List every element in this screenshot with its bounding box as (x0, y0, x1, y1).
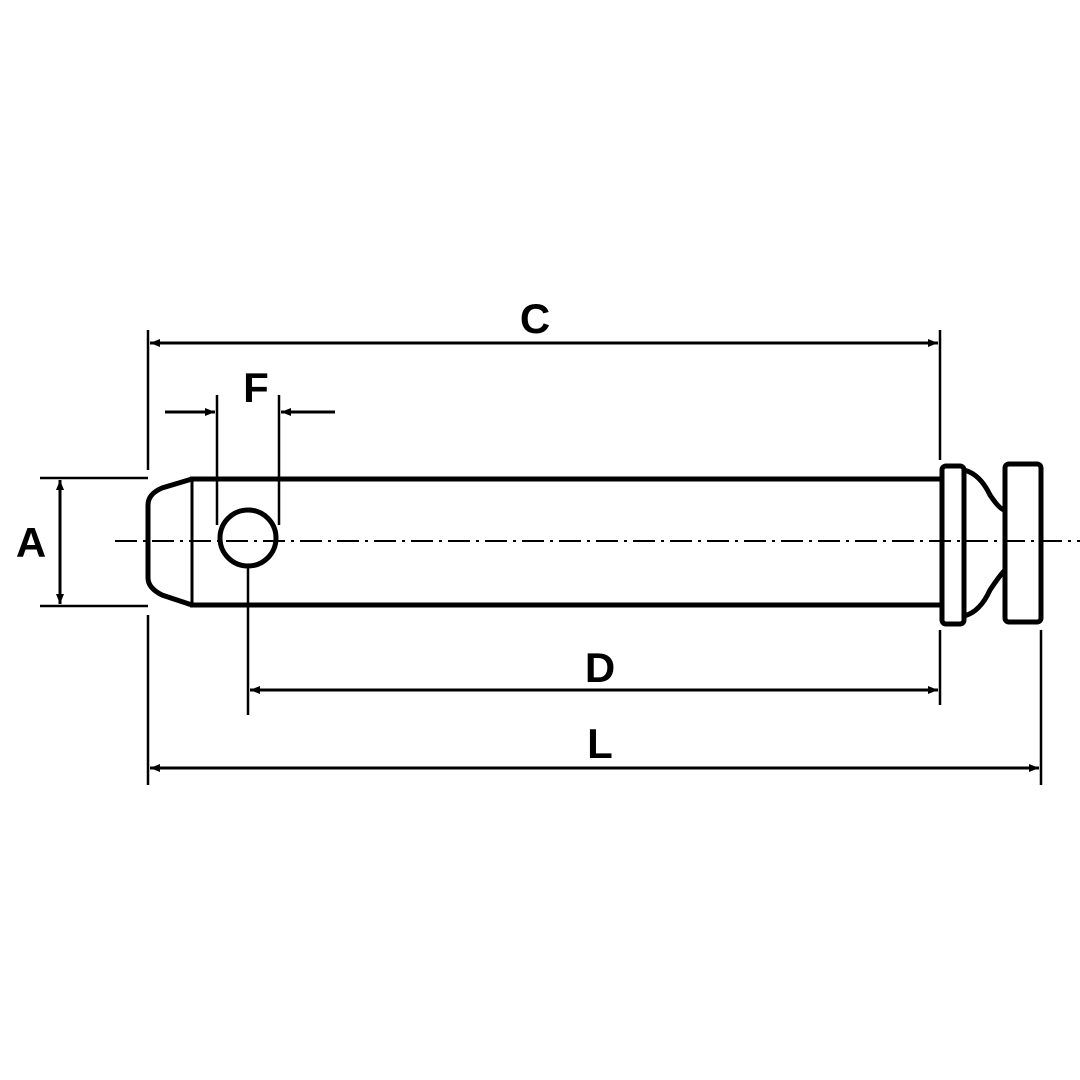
extension-lines (40, 330, 1043, 785)
dimension-c-label: C (520, 295, 550, 342)
dimension-d-label: D (585, 644, 615, 691)
pin-body (145, 468, 944, 620)
pin-nose (145, 476, 193, 608)
head-groove (963, 467, 1008, 619)
dimension-f-label: F (243, 364, 269, 411)
dimension-a-label: A (16, 519, 46, 566)
head-flange-outer (1002, 461, 1044, 625)
head-flange-inner (939, 463, 967, 627)
cross-hole (217, 507, 279, 569)
dimension-l-label: L (587, 720, 613, 767)
dimension-lines (56, 339, 1039, 772)
pin-head (939, 461, 1044, 627)
